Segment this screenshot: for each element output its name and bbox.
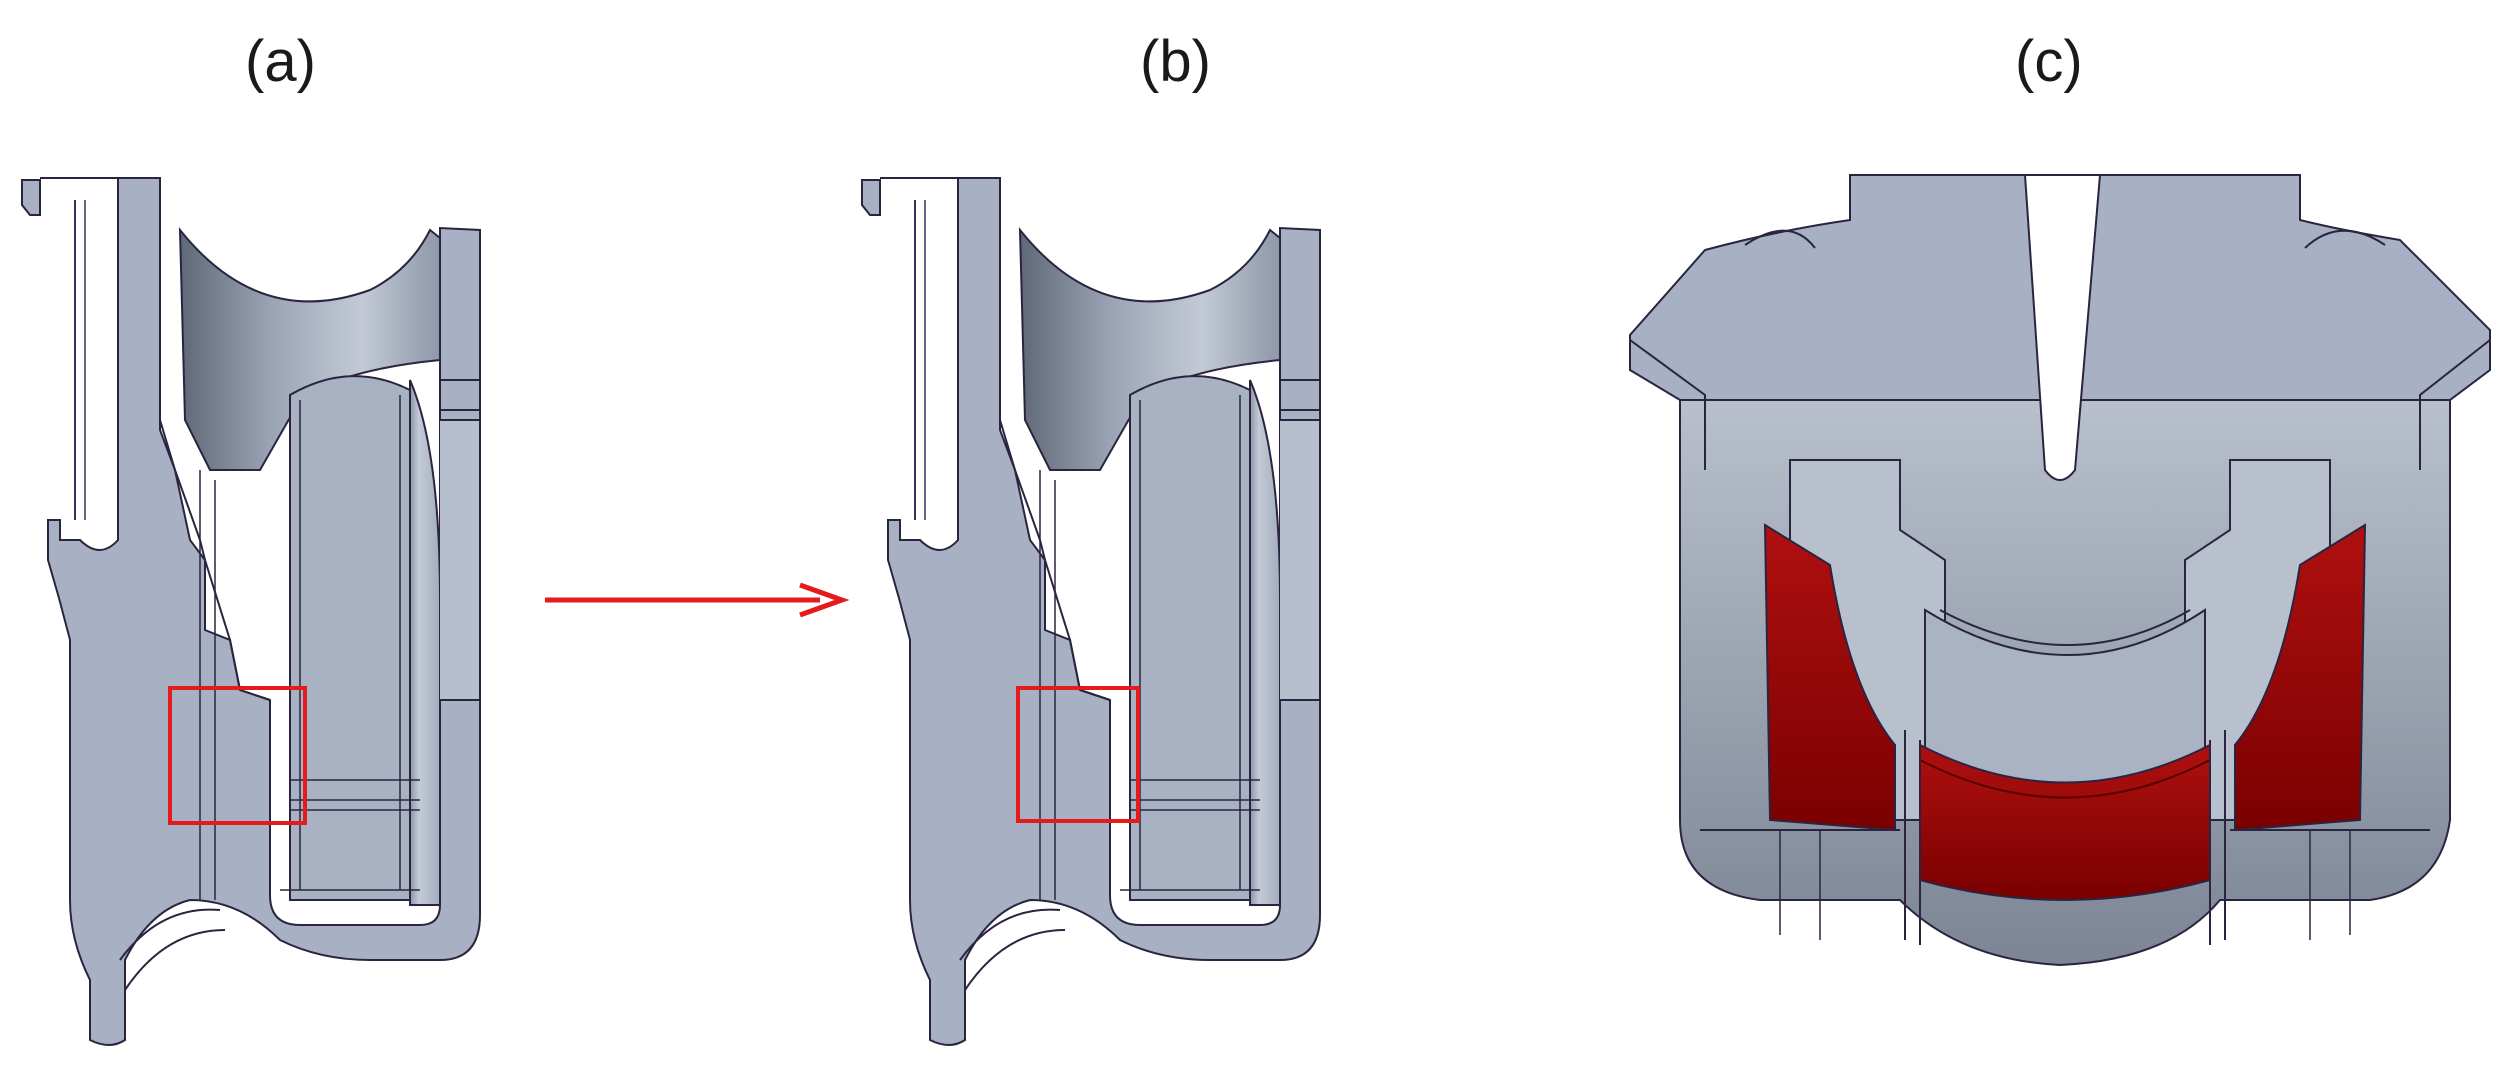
section-view-a — [21, 177, 481, 1046]
section-view-b — [861, 177, 1321, 1046]
section-view-c — [1629, 174, 2491, 967]
arrow-icon — [545, 582, 850, 618]
panel-label-c: (c) — [2015, 29, 2083, 94]
panel-label-b: (b) — [1140, 29, 1211, 94]
highlight-box-a — [168, 686, 307, 825]
panel-label-a: (a) — [245, 29, 316, 94]
highlight-box-b — [1016, 686, 1140, 823]
